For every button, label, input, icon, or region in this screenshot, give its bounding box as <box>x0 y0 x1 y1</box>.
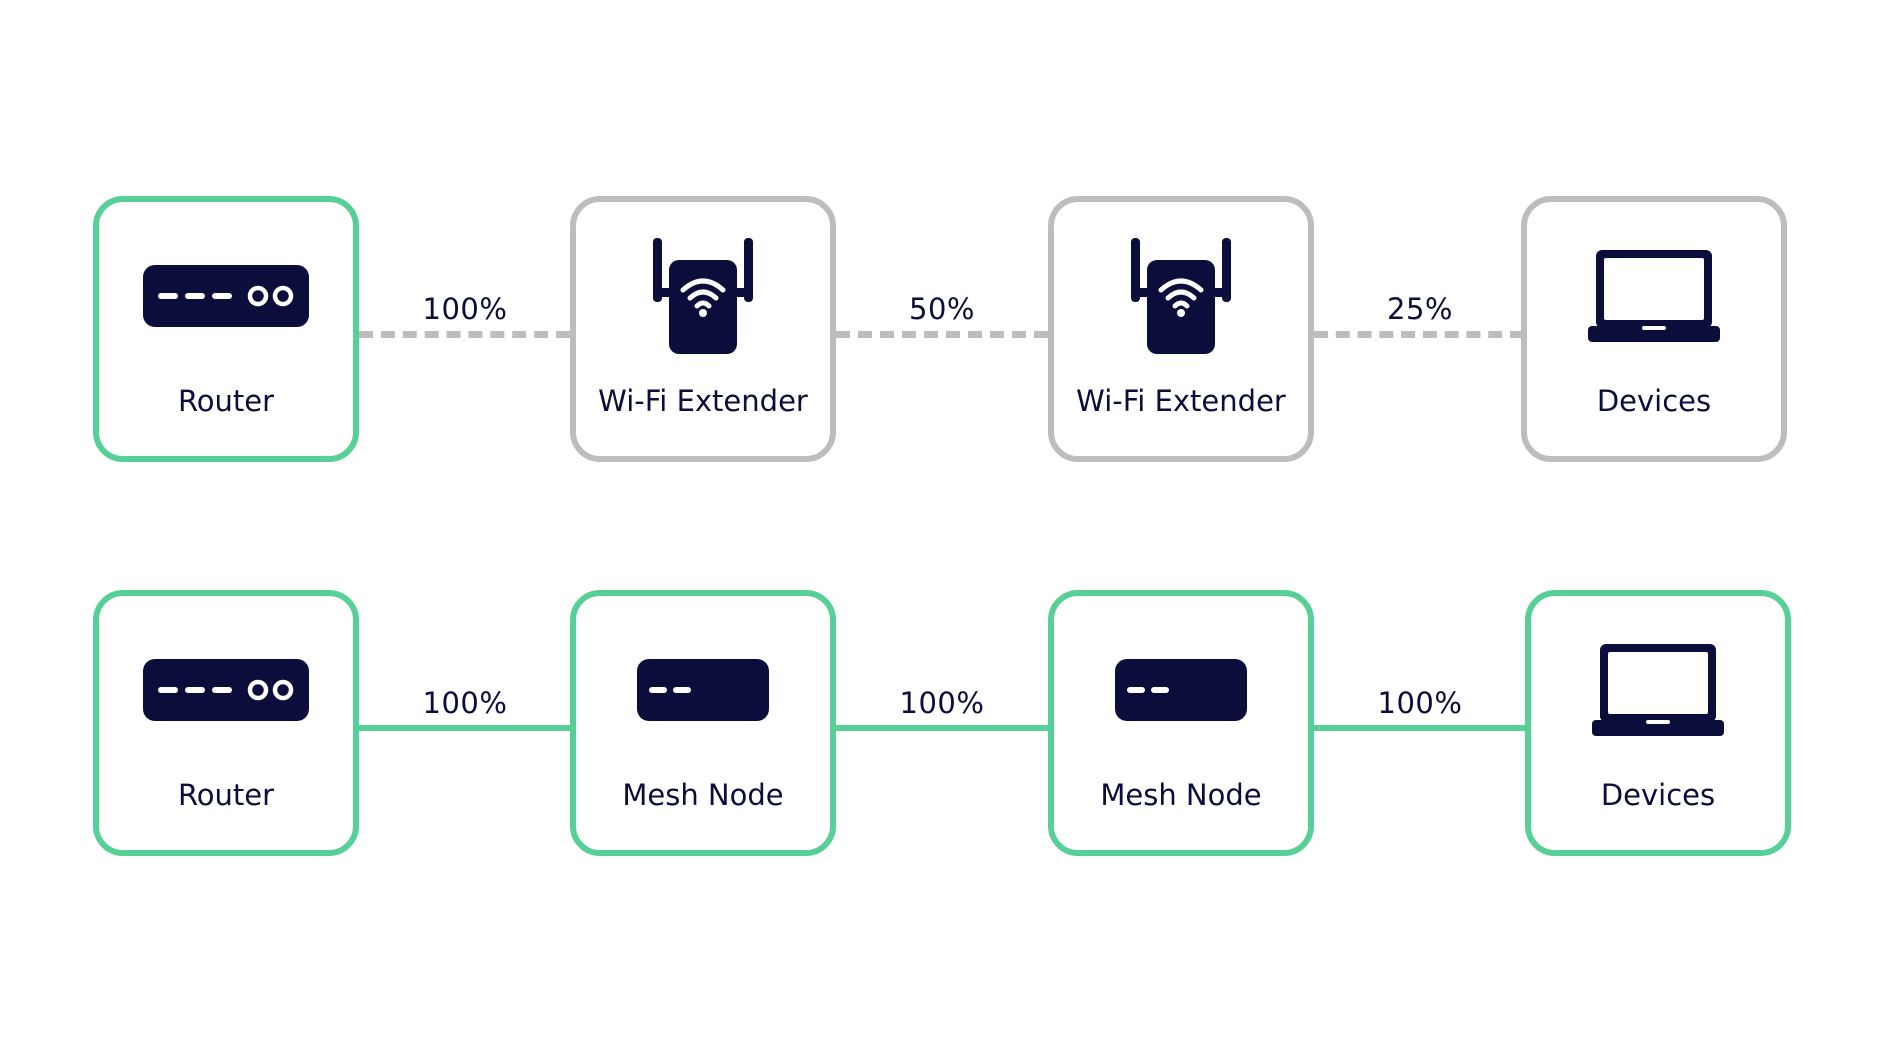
mesh-node: Mesh Node <box>1048 590 1314 856</box>
signal-strength-label: 50% <box>909 292 975 326</box>
router-icon <box>99 236 353 356</box>
wifi-extender-icon <box>576 236 830 356</box>
connector-line <box>836 331 1048 338</box>
wifi-extender-node: Wi-Fi Extender <box>1048 196 1314 462</box>
laptop-icon <box>1531 630 1785 750</box>
devices-node: Devices <box>1525 590 1791 856</box>
router-icon <box>99 630 353 750</box>
mesh-node-icon <box>1054 630 1308 750</box>
mesh-row: 100% 100% 100% Router <box>0 590 1880 865</box>
mesh-node: Mesh Node <box>570 590 836 856</box>
extender-row: 100% 50% 25% Router <box>0 196 1880 471</box>
connector-line <box>1314 725 1526 731</box>
mesh-node-icon <box>576 630 830 750</box>
connector-line <box>836 725 1048 731</box>
signal-strength-label: 100% <box>422 686 508 720</box>
router-node: Router <box>93 590 359 856</box>
signal-strength-label: 25% <box>1387 292 1453 326</box>
node-label: Devices <box>1600 778 1716 812</box>
signal-strength-label: 100% <box>1377 686 1463 720</box>
router-node: Router <box>93 196 359 462</box>
node-label: Devices <box>1596 384 1712 418</box>
connector-line <box>359 725 570 731</box>
wifi-extender-icon <box>1054 236 1308 356</box>
laptop-icon <box>1527 236 1781 356</box>
node-label: Mesh Node <box>1100 778 1262 812</box>
devices-node: Devices <box>1521 196 1787 462</box>
connector-line <box>1314 331 1524 338</box>
wifi-extender-node: Wi-Fi Extender <box>570 196 836 462</box>
node-label: Router <box>177 384 275 418</box>
signal-strength-label: 100% <box>899 686 985 720</box>
node-label: Wi-Fi Extender <box>1076 384 1286 418</box>
connector-line <box>359 331 570 338</box>
node-label: Mesh Node <box>622 778 784 812</box>
node-label: Router <box>177 778 275 812</box>
node-label: Wi-Fi Extender <box>598 384 808 418</box>
signal-strength-label: 100% <box>422 292 508 326</box>
